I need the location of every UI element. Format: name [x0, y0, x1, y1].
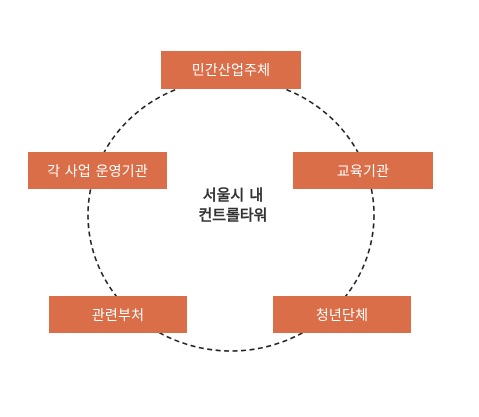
- node-related-ministries: 관련부처: [49, 296, 187, 333]
- center-label-line1: 서울시 내: [202, 186, 264, 204]
- node-educational-institutions-label: 교육기관: [336, 163, 390, 180]
- node-educational-institutions: 교육기관: [293, 152, 433, 189]
- node-operating-agencies-label: 각 사업 운영기관: [47, 163, 148, 180]
- node-private-industry-label: 민간산업주체: [191, 63, 271, 79]
- center-label-line2: 컨트롤타워: [198, 206, 268, 224]
- node-private-industry: 민간산업주체: [161, 51, 301, 89]
- center-control-tower-label: 서울시 내 컨트롤타워: [170, 185, 296, 225]
- node-youth-organizations: 청년단체: [273, 296, 411, 333]
- node-operating-agencies: 각 사업 운영기관: [28, 152, 167, 189]
- node-youth-organizations-label: 청년단체: [315, 307, 369, 324]
- node-related-ministries-label: 관련부처: [91, 307, 145, 324]
